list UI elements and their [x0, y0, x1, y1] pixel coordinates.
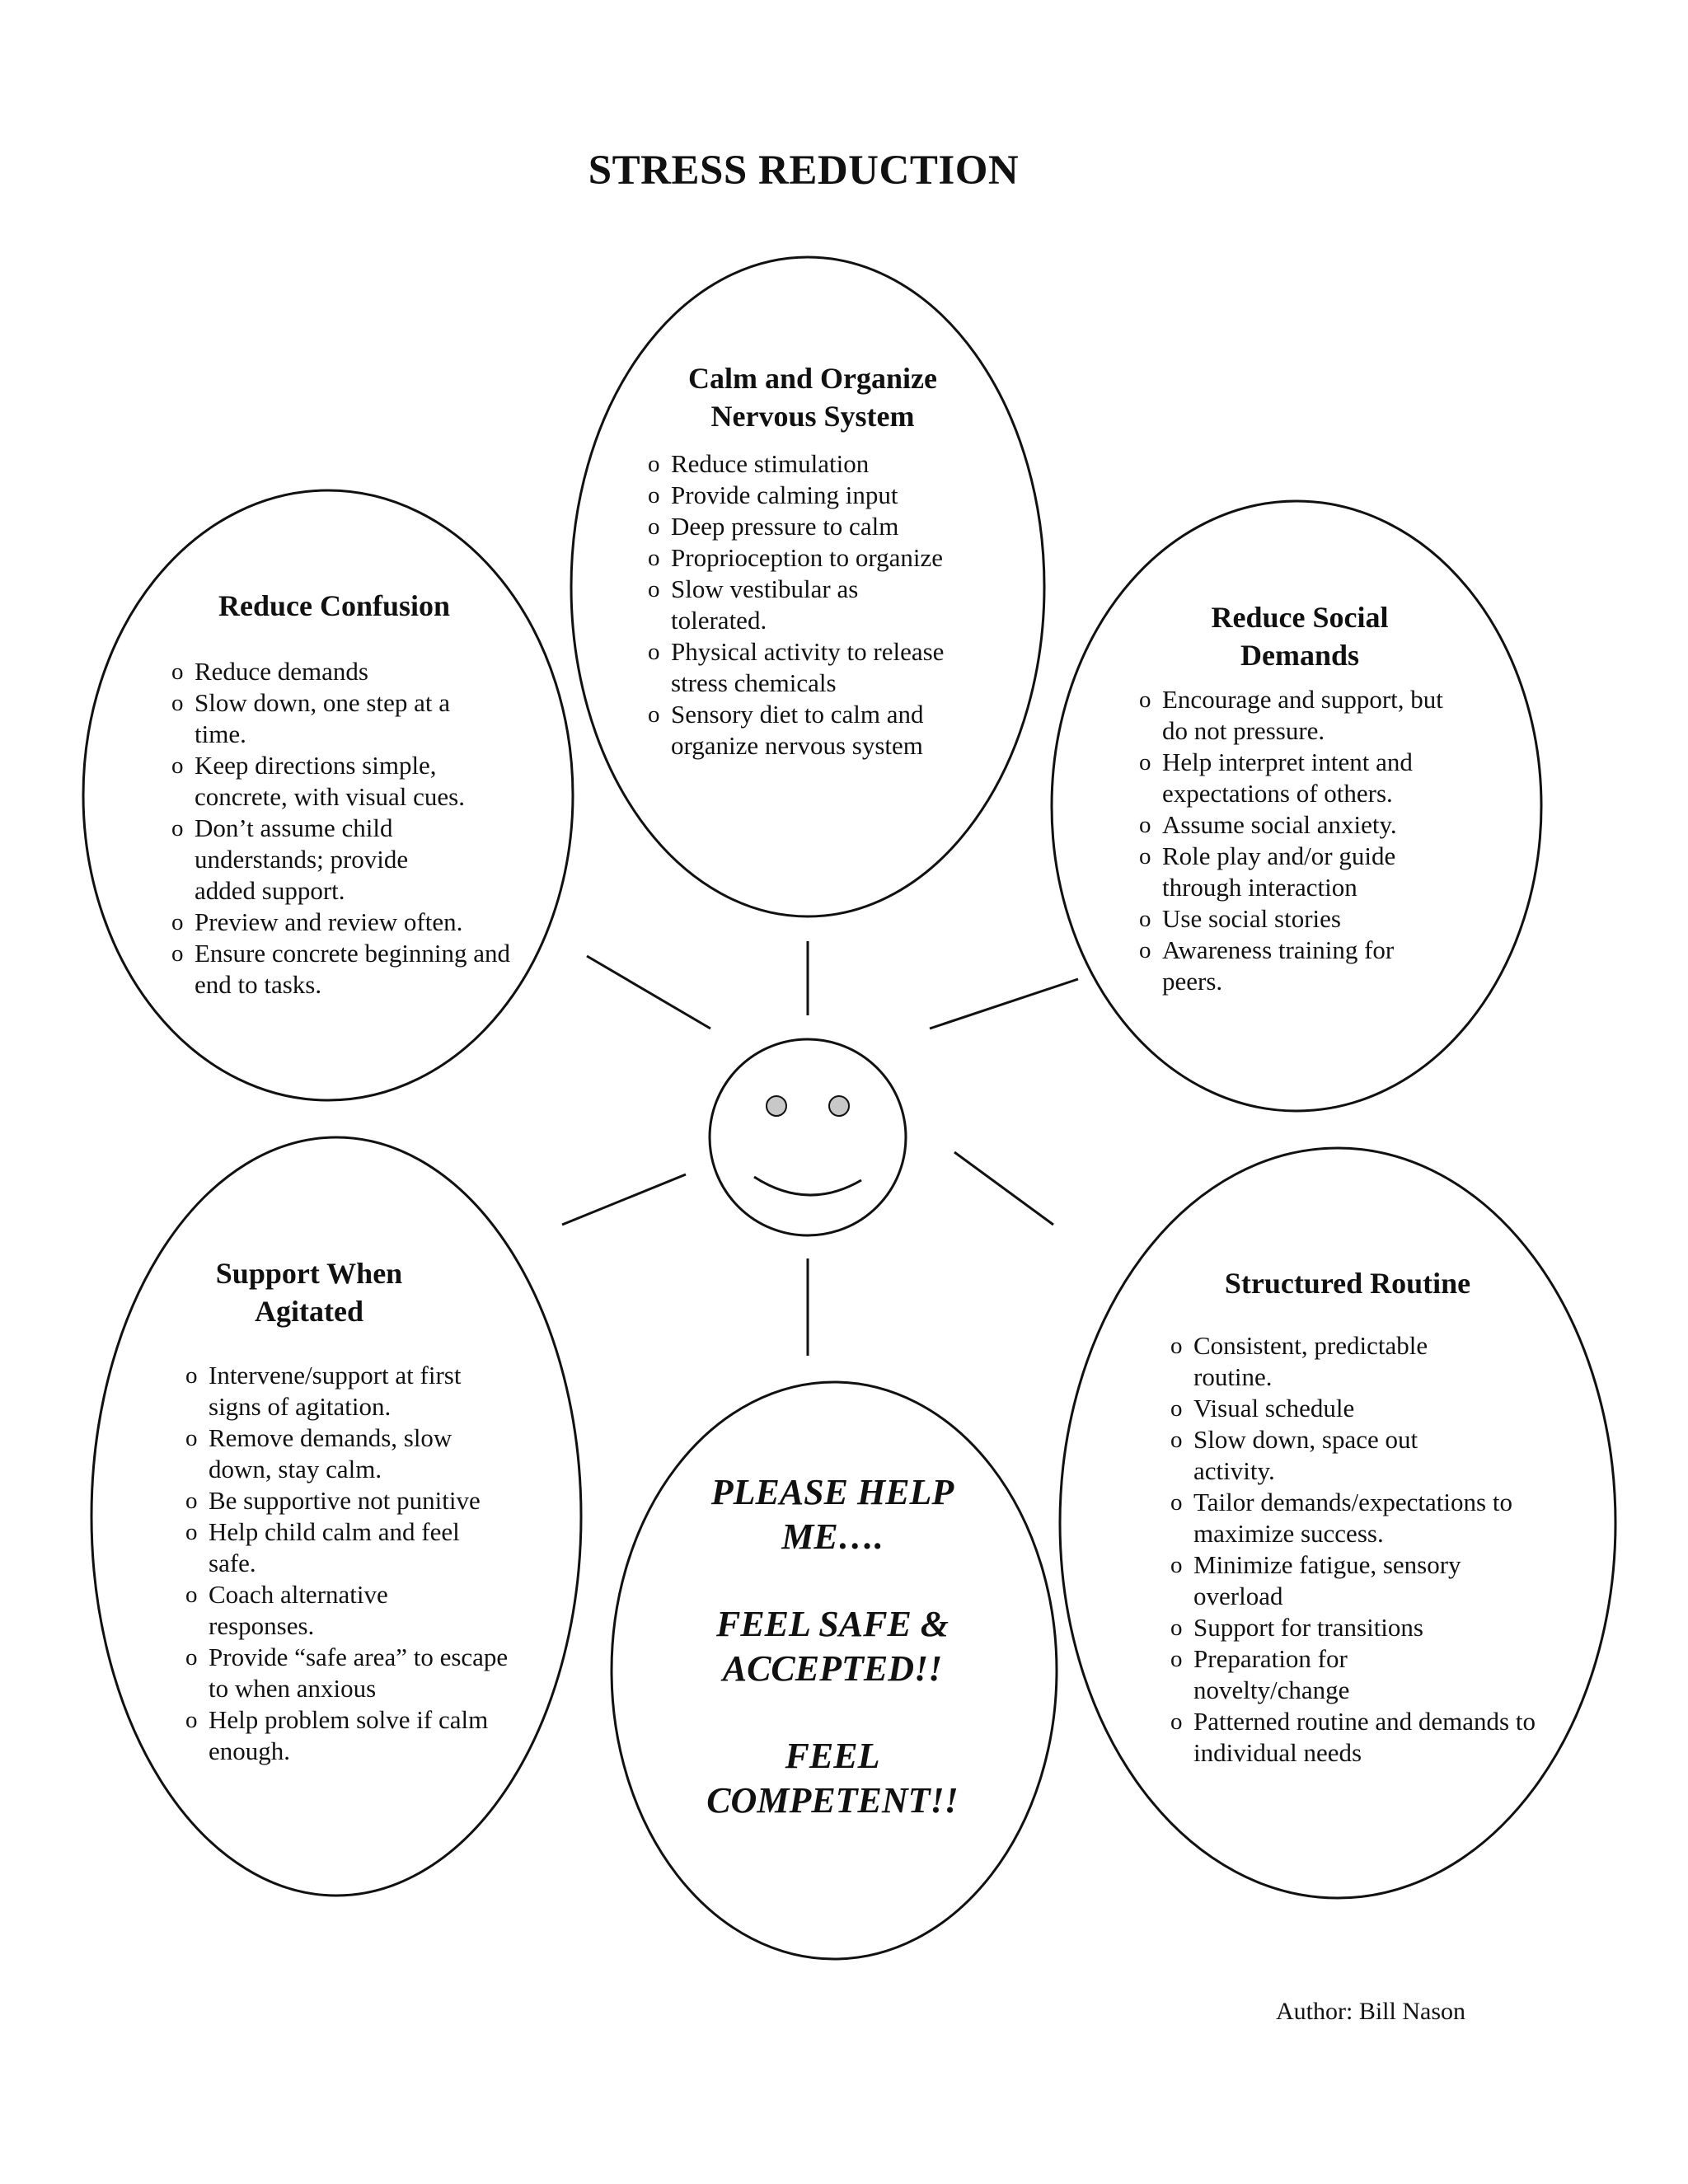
group-social: Reduce Social Demands Encourage and supp…	[1139, 598, 1461, 997]
group-social-list: Encourage and support, but do not pressu…	[1139, 684, 1456, 997]
author-credit: Author: Bill Nason	[1276, 1998, 1465, 2025]
list-item: Reduce stimulation	[648, 448, 973, 480]
list-item: Proprioception to organize	[648, 542, 973, 574]
group-agitated: Support When Agitated Intervene/support …	[185, 1254, 508, 1767]
list-item: Preview and review often.	[171, 907, 489, 938]
oval-routine	[1058, 1146, 1617, 1900]
center-line-feel-competent: FEEL COMPETENT!!	[706, 1736, 959, 1821]
list-item: Keep directions simple, concrete, with v…	[171, 750, 475, 813]
list-item: Remove demands, slow down, stay calm.	[185, 1422, 497, 1485]
list-item: Reduce demands	[171, 656, 489, 687]
group-confusion-list: Reduce demands Slow down, one step at a …	[171, 656, 510, 1001]
list-item: Provide calming input	[648, 480, 973, 511]
list-item: Be supportive not punitive	[185, 1485, 507, 1516]
center-line-feel-safe: FEEL SAFE & ACCEPTED!!	[715, 1604, 950, 1689]
list-item: Deep pressure to calm	[648, 511, 973, 542]
group-calm: Calm and Organize Nervous System Reduce …	[648, 359, 978, 762]
group-routine-list: Consistent, predictable routine. Visual …	[1170, 1330, 1536, 1769]
group-calm-list: Reduce stimulation Provide calming input…	[648, 448, 973, 762]
smile-icon	[753, 1175, 862, 1197]
group-routine-title: Structured Routine	[1224, 1267, 1471, 1300]
list-item: Preparation for novelty/change	[1170, 1643, 1408, 1706]
list-item: Help child calm and feel safe.	[185, 1516, 513, 1579]
list-item: Use social stories	[1139, 903, 1456, 935]
list-item: Slow down, space out activity.	[1170, 1424, 1465, 1487]
smiley-face-icon	[708, 1038, 907, 1237]
group-routine: Structured Routine Consistent, predictab…	[1170, 1264, 1536, 1769]
list-item: Awareness training for peers.	[1139, 935, 1442, 997]
oval-social	[1050, 499, 1543, 1113]
list-item: Coach alternative responses.	[185, 1579, 431, 1642]
group-agitated-title: Support When Agitated	[215, 1257, 403, 1328]
list-item: Don’t assume child understands; provide …	[171, 813, 450, 907]
list-item: Assume social anxiety.	[1139, 809, 1456, 841]
ray-bottom-right	[954, 1151, 1054, 1226]
right-eye-icon	[828, 1095, 850, 1117]
oval-center	[610, 1380, 1058, 1961]
list-item: Slow down, one step at a time.	[171, 687, 499, 750]
center-message: PLEASE HELP ME…. FEEL SAFE & ACCEPTED!! …	[626, 1470, 1039, 1823]
list-item: Help problem solve if calm enough.	[185, 1704, 489, 1767]
oval-confusion	[82, 489, 574, 1102]
list-item: Physical activity to release stress chem…	[648, 636, 973, 699]
list-item: Provide “safe area” to escape to when an…	[185, 1642, 513, 1704]
list-item: Slow vestibular as tolerated.	[648, 574, 860, 636]
group-social-title: Reduce Social Demands	[1211, 601, 1389, 672]
center-line-please-help: PLEASE HELP ME….	[710, 1472, 954, 1557]
list-item: Role play and/or guide through interacti…	[1139, 841, 1442, 903]
list-item: Sensory diet to calm and organize nervou…	[648, 699, 973, 762]
list-item: Visual schedule	[1170, 1393, 1525, 1424]
list-item: Ensure concrete beginning and end to tas…	[171, 938, 516, 1001]
oval-agitated	[90, 1136, 583, 1897]
ray-top-left	[586, 954, 711, 1030]
list-item: Intervene/support at first signs of agit…	[185, 1360, 513, 1422]
list-item: Consistent, predictable routine.	[1170, 1330, 1490, 1393]
page-title: STRESS REDUCTION	[588, 148, 1020, 194]
ray-top-right	[929, 977, 1079, 1030]
group-calm-title: Calm and Organize Nervous System	[688, 362, 937, 433]
list-item: Tailor demands/expectations to maximize …	[1170, 1487, 1525, 1549]
list-item: Patterned routine and demands to individ…	[1170, 1706, 1540, 1769]
group-agitated-list: Intervene/support at first signs of agit…	[185, 1360, 508, 1767]
group-confusion-title: Reduce Confusion	[218, 589, 451, 622]
list-item: Minimize fatigue, sensory overload	[1170, 1549, 1523, 1612]
list-item: Help interpret intent and expectations o…	[1139, 747, 1459, 809]
group-confusion: Reduce Confusion Reduce demands Slow dow…	[171, 587, 510, 1001]
left-eye-icon	[766, 1095, 787, 1117]
list-item: Encourage and support, but do not pressu…	[1139, 684, 1459, 747]
list-item: Support for transitions	[1170, 1612, 1525, 1643]
ray-bottom-left	[561, 1173, 687, 1226]
oval-calm	[570, 255, 1046, 918]
